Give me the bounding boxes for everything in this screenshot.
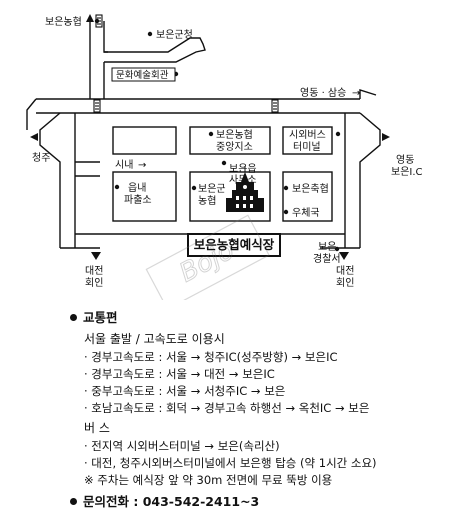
label-daejeon-left-2: 회인 xyxy=(85,277,103,289)
label-police-1: 읍내 xyxy=(128,182,146,194)
seoul-heading: 서울 출발 / 고속도로 이용시 xyxy=(84,332,225,346)
bridge-marks xyxy=(93,14,279,113)
city-blocks xyxy=(112,126,333,222)
map-labels: 보은농협 보은군청 문화예술회관 영동 · 삼승 → 청주 영동 보은I.C 시… xyxy=(32,15,423,289)
dot-police-station xyxy=(334,246,340,252)
wedding-hall-box xyxy=(187,233,281,257)
label-yeongdong-2: 보은I.C xyxy=(391,166,423,178)
label-nh-branch-2: 중앙지소 xyxy=(216,141,253,153)
watermark: Bojo xyxy=(145,214,270,300)
arrow-yeongdong-ic-icon xyxy=(382,133,390,141)
bus-route-item: · 전지역 시외버스터미널 → 보은(속리산) xyxy=(84,439,280,453)
label-cheongju: 청주 xyxy=(32,152,50,164)
arrow-top-icon xyxy=(86,14,94,22)
location-map: Bojo 보은농협 보은군청 문화예술회관 영동 · 삼승 → 청주 영동 보은… xyxy=(26,14,423,300)
route-item: · 경부고속도로 : 서울 → 청주IC(성주방향) → 보은IC xyxy=(84,350,338,364)
arrow-sinae: → xyxy=(138,160,146,171)
dot-eup-office xyxy=(221,160,227,166)
landmark-dots xyxy=(94,18,341,252)
transport-heading: 교통편 xyxy=(70,311,118,325)
label-daejeon-left-1: 대전 xyxy=(85,265,103,277)
contact-line: 문의전화 : 043-542-2411~3 xyxy=(70,495,259,509)
dot-nh-branch xyxy=(208,131,214,137)
parking-note: ※ 주차는 예식장 앞 약 30m 전면에 무료 뚝방 이용 xyxy=(84,473,333,487)
arrow-daejeon-right-icon xyxy=(339,252,349,260)
label-nh-branch-1: 보은농협 xyxy=(216,128,253,141)
label-eup-office-1: 보은읍 xyxy=(229,163,257,175)
label-daejeon-right-2: 회인 xyxy=(336,277,354,289)
label-daejeon-right-1: 대전 xyxy=(336,265,354,277)
label-eup-office-2: 사무소 xyxy=(229,174,257,186)
label-bus-terminal-2: 터미널 xyxy=(293,141,321,153)
label-livestock: 보은축협 xyxy=(292,182,329,195)
road-end-arrows xyxy=(30,14,390,260)
route-item: · 중부고속도로 : 서울 → 서청주IC → 보은 xyxy=(84,384,286,398)
label-yeongdong-1: 영동 xyxy=(396,154,414,166)
arrow-samseung: → xyxy=(352,88,360,99)
phone-number: 043-542-2411~3 xyxy=(142,494,260,509)
label-culture-center: 문화예술회관 xyxy=(116,70,169,81)
route-item: · 호남고속도로 : 회덕 → 경부고속 하행선 → 옥천IC → 보은 xyxy=(84,401,370,415)
bus-route-item: · 대전, 청주시외버스터미널에서 보은행 탑승 (약 1시간 소요) xyxy=(84,456,377,470)
culture-center-box xyxy=(111,67,176,82)
arrow-daejeon-left-icon xyxy=(91,252,101,260)
label-police-station-2: 경찰서 xyxy=(313,252,341,265)
label-bus-terminal-1: 시외버스 xyxy=(289,129,326,141)
label-gun-nh-1: 보은군 xyxy=(198,183,226,195)
bus-heading: 버 스 xyxy=(84,421,110,435)
dot-boeun-nh-top xyxy=(94,18,100,24)
road-network xyxy=(26,21,381,249)
label-gun-nh-2: 농협 xyxy=(198,194,216,207)
label-yeongdong-samseung: 영동 · 삼승 xyxy=(300,87,346,99)
dot-livestock xyxy=(283,185,289,191)
dot-police xyxy=(114,184,120,190)
label-wedding-hall: 보은농협예식장 xyxy=(194,237,275,252)
dot-post-office xyxy=(283,209,289,215)
label-post-office: 우체국 xyxy=(292,207,320,219)
dot-gun-nh xyxy=(191,185,197,191)
label-boeun-gun: 보은군청 xyxy=(156,29,193,41)
label-boeun-nh-top: 보은농협 xyxy=(45,15,82,28)
route-item: · 경부고속도로 : 서울 → 대전 → 보은IC xyxy=(84,367,275,381)
wedding-hall-icon xyxy=(226,166,264,212)
dot-bus-terminal xyxy=(335,131,341,137)
label-sinae: 시내 xyxy=(115,159,133,171)
directions-info: 교통편 서울 출발 / 고속도로 이용시 · 경부고속도로 : 서울 → 청주I… xyxy=(0,305,450,518)
bullet-icon xyxy=(70,314,77,321)
label-police-station-1: 보은 xyxy=(318,241,336,253)
label-police-2: 파출소 xyxy=(124,194,152,206)
bullet-icon xyxy=(70,498,77,505)
arrow-cheongju-icon xyxy=(30,133,38,141)
dot-boeun-gun xyxy=(147,31,153,37)
phone-label: 문의전화 xyxy=(83,494,130,509)
